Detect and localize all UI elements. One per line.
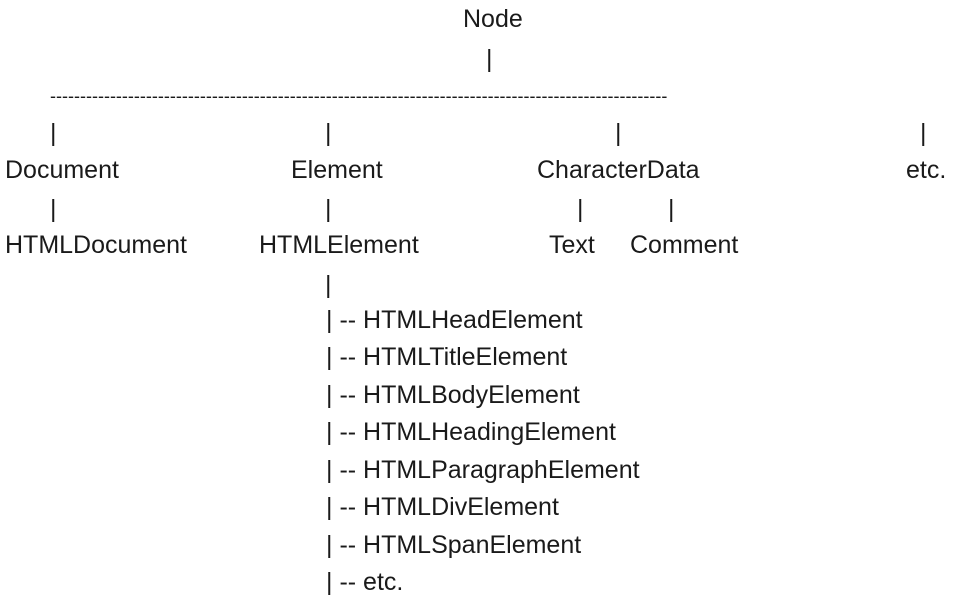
html-element-subtype: | -- HTMLParagraphElement: [326, 456, 640, 484]
document-label: Document: [5, 156, 119, 184]
root-connector: |: [486, 45, 493, 73]
html-element-connector: |: [325, 195, 332, 223]
html-element-subtype: | -- etc.: [326, 568, 404, 596]
html-element-subtype: | -- HTMLDivElement: [326, 493, 559, 521]
html-element-subtype: | -- HTMLTitleElement: [326, 343, 568, 371]
character-data-label: CharacterData: [537, 156, 700, 184]
html-element-label: HTMLElement: [259, 231, 419, 259]
comment-connector: |: [668, 195, 675, 223]
text-label: Text: [549, 231, 595, 259]
html-element-subtree-connector: |: [325, 271, 332, 299]
element-connector: |: [325, 119, 332, 147]
html-element-subtype: | -- HTMLBodyElement: [326, 381, 580, 409]
html-element-subtype: | -- HTMLHeadingElement: [326, 418, 616, 446]
html-element-subtype: | -- HTMLHeadElement: [326, 306, 583, 334]
html-document-connector: |: [50, 195, 57, 223]
horizontal-rule: ----------------------------------------…: [50, 86, 668, 106]
html-document-label: HTMLDocument: [5, 231, 187, 259]
etc-connector: |: [920, 119, 927, 147]
comment-label: Comment: [630, 231, 739, 259]
node-root-label: Node: [463, 5, 523, 33]
document-connector: |: [50, 119, 57, 147]
etc-label: etc.: [906, 156, 947, 184]
html-element-subtype: | -- HTMLSpanElement: [326, 531, 582, 559]
character-data-connector: |: [615, 119, 622, 147]
element-label: Element: [291, 156, 383, 184]
text-connector: |: [577, 195, 584, 223]
